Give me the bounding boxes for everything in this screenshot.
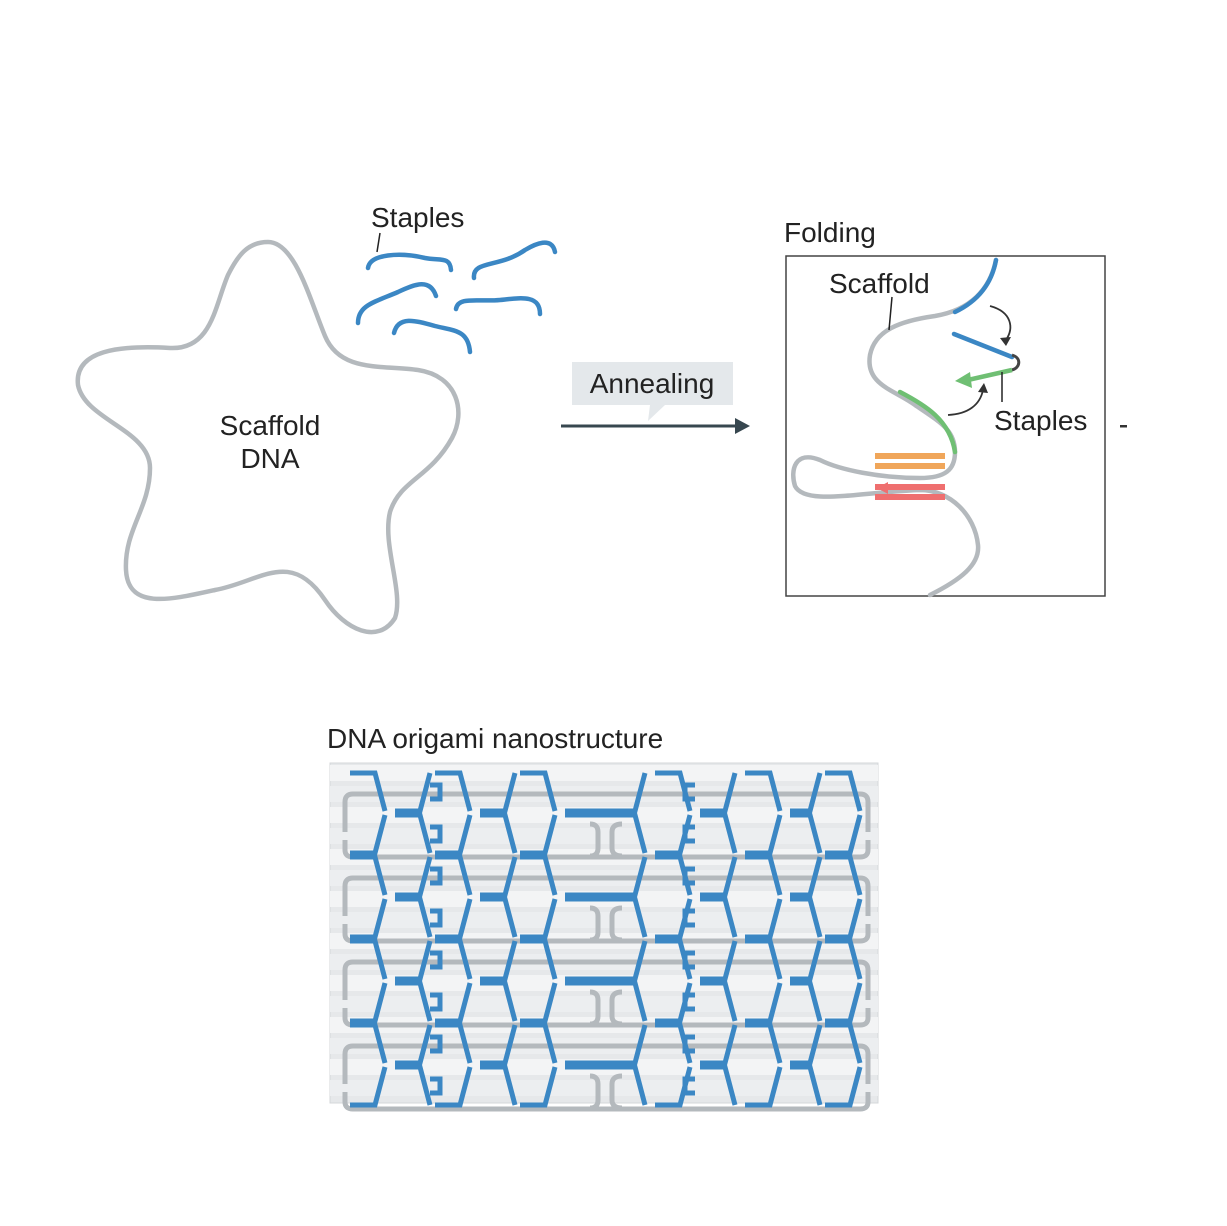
staple-hinge [1011, 353, 1021, 372]
scaffold-star-loop [75, 239, 461, 635]
scaffold-loop [342, 1008, 871, 1028]
scaffold-crossover [609, 989, 623, 1027]
incoming-green-staple [967, 367, 1013, 383]
free-staples [355, 240, 558, 355]
staple-bracket [430, 782, 695, 802]
scaffold-loop [342, 791, 871, 832]
helix-band [330, 912, 878, 928]
scaffold-leader-line [888, 296, 893, 331]
scaffold-crossover [589, 1073, 601, 1111]
staple-bracket [430, 866, 695, 886]
staple-strand [365, 252, 454, 273]
incoming-blue-staple [951, 331, 1015, 360]
scaffold-crossover [609, 821, 623, 859]
scaffold-dna-label-line1: Scaffold [220, 410, 321, 441]
scaffold-blue-segment [952, 257, 999, 315]
helix-band [330, 1080, 878, 1096]
staple-strand [471, 240, 558, 281]
origami-staples [350, 770, 863, 1108]
fold-arrow-upper [989, 305, 1012, 341]
annealing-callout [572, 362, 733, 421]
folding-title: Folding [784, 217, 876, 248]
folding-panel: Folding Scaffold Staples [784, 217, 1127, 598]
staples-leader-line [376, 232, 381, 253]
origami-panel: DNA origami nanostructure [327, 723, 879, 1112]
scaffold-loop [342, 1092, 871, 1112]
red-staple-pair [875, 484, 945, 490]
arrow-head-icon [877, 482, 888, 494]
folding-scaffold-label: Scaffold [829, 268, 930, 299]
staple-strand [350, 770, 863, 814]
staple-strand [350, 812, 863, 856]
scaffold-dna-label-line2: DNA [240, 443, 299, 474]
staple-bracket [430, 992, 695, 1012]
scaffold-loop [342, 924, 871, 944]
scaffold-loop [342, 875, 871, 916]
scaffold-loop [342, 1043, 871, 1084]
annealing-step: Annealing [561, 362, 750, 434]
scaffold-crossover [589, 905, 601, 943]
scaffold-loop [342, 840, 871, 860]
scaffold-dna-panel: Scaffold DNA Staples [75, 202, 558, 635]
folding-scaffold-strand [791, 257, 999, 598]
annealing-label: Annealing [590, 368, 715, 399]
staple-strand [391, 318, 473, 355]
arrow-head-icon [955, 372, 972, 388]
orange-staple-pair [875, 463, 945, 469]
staple-bracket [430, 824, 695, 844]
staple-strand [350, 938, 863, 982]
scaffold-crossover [589, 989, 601, 1027]
arrow-head-icon [1000, 337, 1011, 346]
staple-strand [350, 980, 863, 1024]
staple-bracket [430, 950, 695, 970]
arrow-head-icon [735, 418, 750, 434]
staple-bracket [430, 1034, 695, 1054]
staple-bracket [430, 1076, 695, 1096]
staple-strand [350, 854, 863, 898]
folding-staples-label: Staples [994, 405, 1087, 436]
scaffold-crossover [589, 821, 601, 859]
staple-strand [350, 1064, 863, 1108]
staple-strand [453, 296, 543, 317]
scaffold-loop [342, 959, 871, 1000]
helix-band [330, 996, 878, 1012]
staple-strand [350, 1022, 863, 1066]
scaffold-crossover [609, 1073, 623, 1111]
scaffold-green-segment [897, 389, 958, 455]
orange-staple-pair [875, 453, 945, 459]
helix-band [330, 765, 878, 781]
divider-mark [1120, 425, 1127, 428]
arrow-head-icon [978, 383, 988, 393]
staples-label: Staples [371, 202, 464, 233]
scaffold-crossover [609, 905, 623, 943]
staple-bracket [430, 908, 695, 928]
origami-scaffold-path [342, 791, 871, 1112]
helix-band [330, 828, 878, 844]
origami-title: DNA origami nanostructure [327, 723, 663, 754]
red-staple-pair [875, 494, 945, 500]
fold-arrow-lower [947, 389, 984, 416]
staple-strand [350, 896, 863, 940]
staple-strand [355, 282, 439, 326]
